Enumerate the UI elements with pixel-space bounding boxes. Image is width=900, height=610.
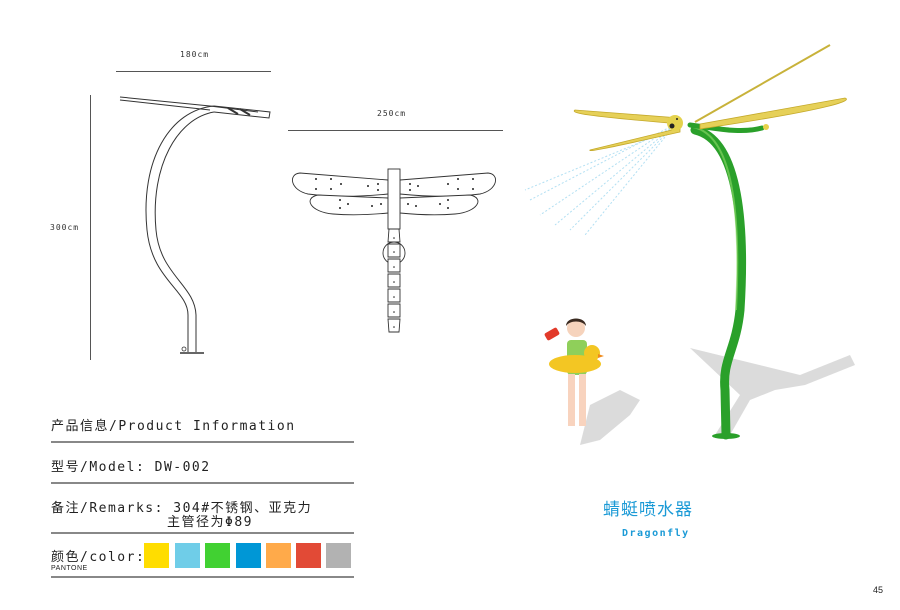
side-height-label: 300cm [50, 223, 80, 232]
product-name-cn: 蜻蜓喷水器 [603, 500, 693, 520]
model-text: 型号/Model: DW-002 [51, 460, 211, 475]
side-width-label: 180cm [180, 50, 210, 59]
info-heading: 产品信息/Product Information [51, 419, 296, 434]
pantone-label: PANTONE [51, 565, 88, 572]
color-swatch-light-blue [175, 543, 200, 568]
color-swatch-yellow [144, 543, 169, 568]
side-height-dimension-line [90, 95, 91, 360]
top-width-dimension-line [288, 130, 503, 131]
remarks-line-1: 备注/Remarks: 304#不锈钢、亚克力 [51, 501, 313, 516]
remarks-line-2: 主管径为Φ89 [167, 515, 253, 530]
divider [51, 441, 354, 443]
side-width-dimension-line [116, 71, 271, 72]
color-swatch-orange [266, 543, 291, 568]
color-swatch-green [205, 543, 230, 568]
color-swatch-gray [326, 543, 351, 568]
divider [51, 532, 354, 534]
dragonfly-top-outline-icon [292, 168, 496, 333]
girl-figure [544, 318, 604, 426]
side-profile-outline-icon [119, 96, 271, 354]
color-label: 颜色/color: [51, 550, 146, 565]
color-swatch-red [296, 543, 321, 568]
dragonfly-sprayer-render [524, 44, 855, 445]
color-swatch-blue [236, 543, 261, 568]
product-name-en: Dragonfly [622, 528, 690, 539]
divider [51, 576, 354, 578]
top-width-label: 250cm [377, 109, 407, 118]
page-number: 45 [873, 585, 884, 595]
divider [51, 482, 354, 484]
